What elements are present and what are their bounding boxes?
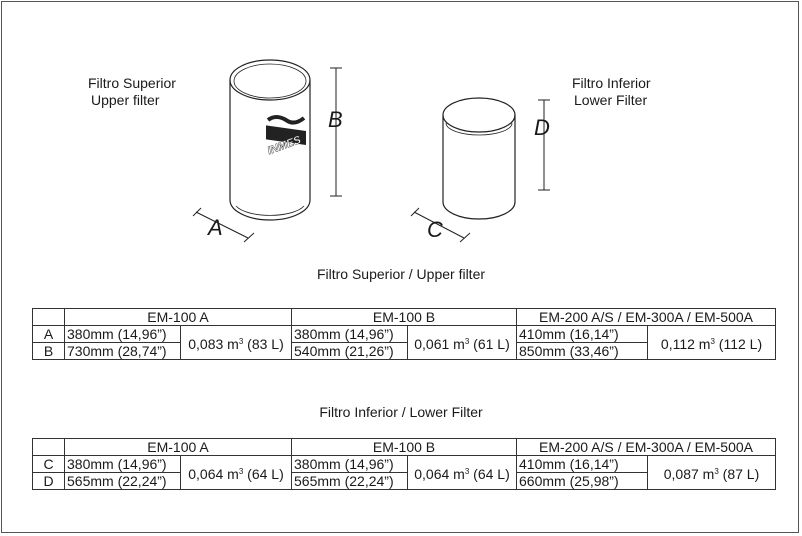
dimension-value: 380mm (14,96”) [64, 325, 181, 343]
dimension-a-label: A [208, 215, 223, 240]
model-header: EM-100 A [63, 308, 293, 326]
dim-d-line [538, 99, 550, 191]
volume-value: 0,064 m3 (64 L) [407, 455, 518, 490]
lower-table-caption: Filtro Inferior / Lower Filter [319, 404, 483, 420]
dimension-value: 380mm (14,96”) [64, 455, 181, 473]
upper-filter-cylinder [229, 59, 311, 221]
upper-filter-label-es: Filtro Superior [88, 75, 176, 91]
table-corner-cell [32, 308, 65, 326]
volume-value: 0,083 m3 (83 L) [179, 325, 293, 360]
lower-filter-label-en: Lower Filter [574, 92, 648, 108]
table-row: D 565mm (22,24”) 565mm (22,24”) 660mm (2… [32, 472, 776, 490]
upper-filter-label-en: Upper filter [91, 92, 160, 108]
volume-value: 0,112 m3 (112 L) [647, 325, 777, 360]
table-row: B 730mm (28,74”) 540mm (21,26”) 850mm (3… [32, 342, 776, 360]
upper-filter-table: EM-100 A EM-100 B EM-200 A/S / EM-300A /… [32, 308, 777, 360]
table-row: C 380mm (14,96”) 0,064 m3 (64 L) 380mm (… [32, 455, 777, 490]
row-label: B [32, 342, 65, 360]
dim-a-line [192, 207, 255, 243]
dimension-c-label: C [427, 217, 443, 242]
dimension-value: 380mm (14,96”) [291, 325, 409, 343]
dimension-value: 730mm (28,74”) [64, 342, 181, 360]
upper-table-caption: Filtro Superior / Upper filter [316, 266, 486, 282]
dimension-d-label: D [534, 115, 550, 140]
volume-value: 0,087 m3 (87 L) [647, 455, 777, 490]
table-header-row: EM-100 A EM-100 B EM-200 A/S / EM-300A /… [32, 308, 777, 326]
volume-value: 0,061 m3 (61 L) [407, 325, 518, 360]
dim-c-line [410, 207, 471, 243]
dim-b-line [330, 67, 342, 197]
model-header: EM-100 A [63, 438, 293, 456]
model-header: EM-200 A/S / EM-300A / EM-500A [516, 308, 777, 326]
dimension-value: 540mm (21,26”) [291, 342, 409, 360]
model-header: EM-100 B [291, 308, 518, 326]
lower-filter-cylinder [442, 97, 516, 220]
dimension-value: 850mm (33,46”) [516, 342, 649, 360]
table-row: A 380mm (14,96”) 0,083 m3 (83 L) 380mm (… [32, 325, 777, 360]
lower-filter-label-es: Filtro Inferior [572, 75, 651, 91]
dimension-value: 410mm (16,14”) [516, 455, 649, 473]
dimension-value: 565mm (22,24”) [291, 472, 409, 490]
dimension-value: 380mm (14,96”) [291, 455, 409, 473]
dimension-value: 565mm (22,24”) [64, 472, 181, 490]
row-label: D [32, 472, 65, 490]
dimension-b-label: B [328, 107, 343, 132]
model-header: EM-200 A/S / EM-300A / EM-500A [516, 438, 777, 456]
row-label: C [32, 455, 65, 473]
model-header: EM-100 B [291, 438, 518, 456]
row-label: A [32, 325, 65, 343]
lower-filter-table: EM-100 A EM-100 B EM-200 A/S / EM-300A /… [32, 438, 777, 490]
dimension-value: 660mm (25,98”) [516, 472, 649, 490]
dimension-value: 410mm (16,14”) [516, 325, 649, 343]
table-header-row: EM-100 A EM-100 B EM-200 A/S / EM-300A /… [32, 438, 777, 456]
brand-logo-icon [266, 115, 306, 146]
volume-value: 0,064 m3 (64 L) [179, 455, 293, 490]
filters-drawing: INMES [192, 59, 550, 243]
table-corner-cell [32, 438, 65, 456]
